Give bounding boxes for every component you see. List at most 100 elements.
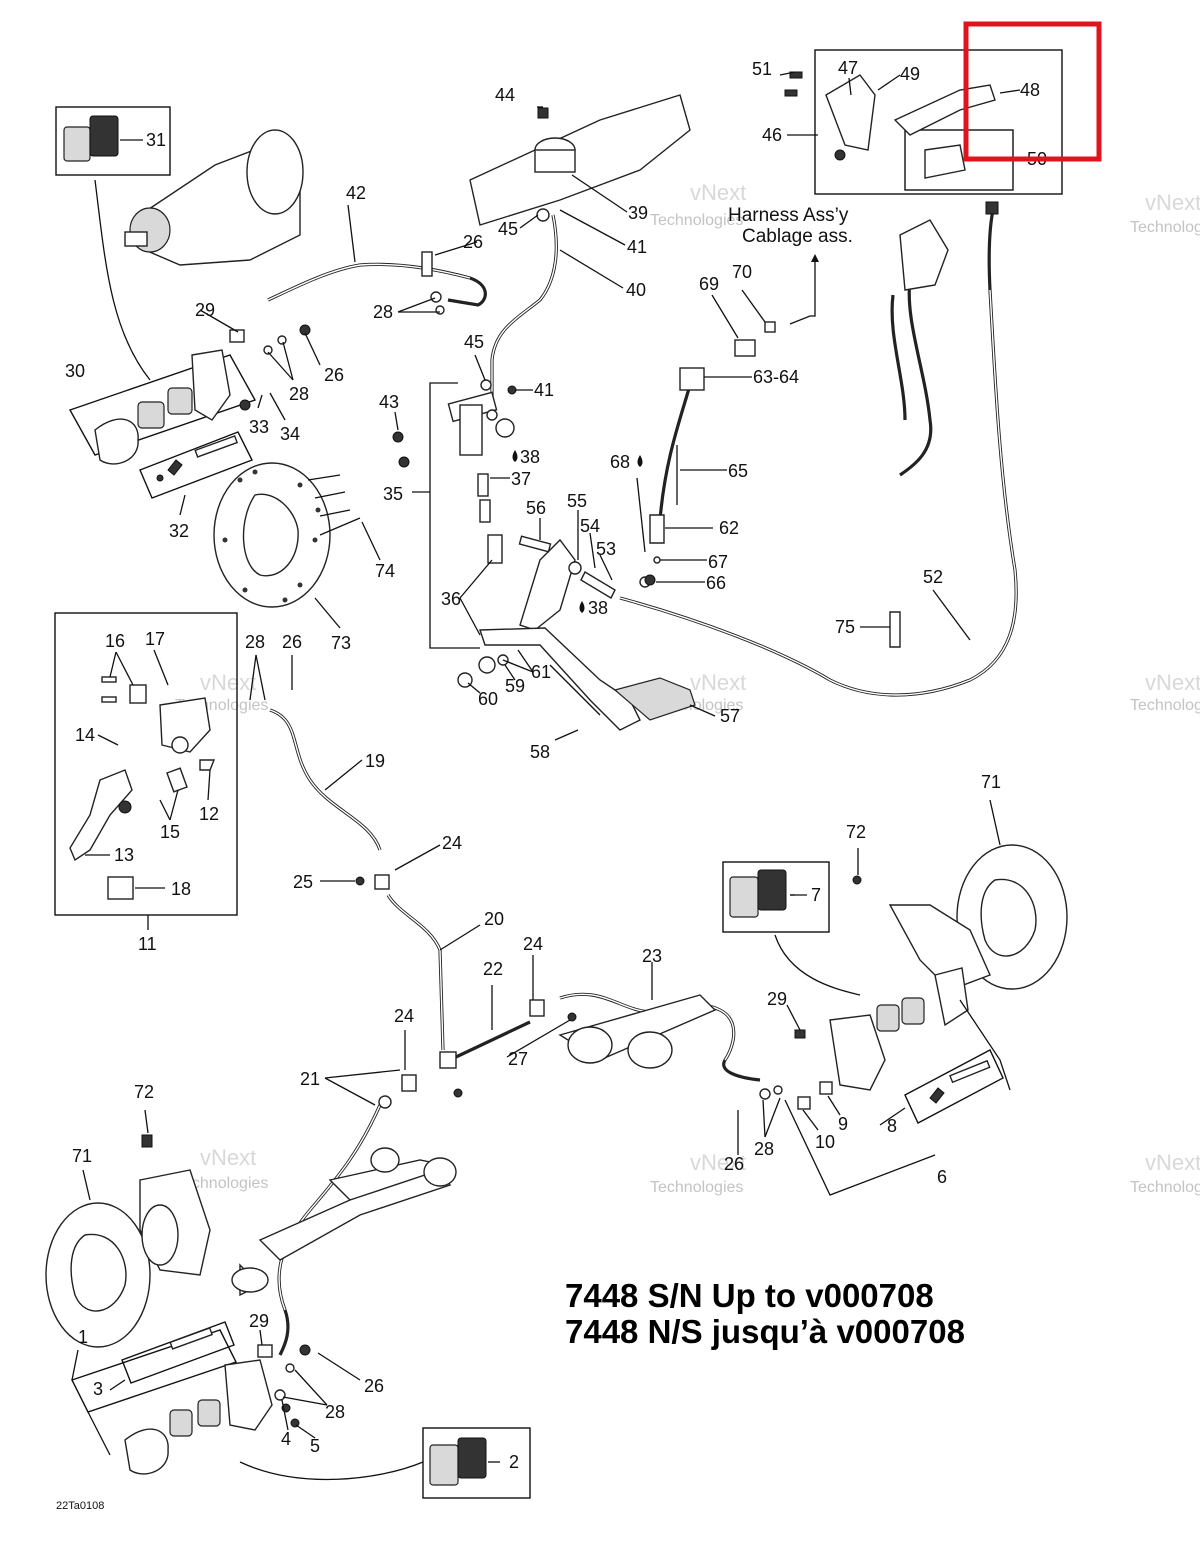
front-caliper-assembly-11: [69, 676, 216, 900]
callout-69: 69: [699, 274, 719, 294]
caliper-frame-1: [71, 1329, 237, 1413]
callout-6: 6: [937, 1167, 947, 1187]
pad-kit-box-7: [722, 861, 830, 933]
callout-28: 28: [325, 1402, 345, 1422]
callout-9: 9: [838, 1114, 848, 1134]
callout-31: 31: [146, 130, 166, 150]
watermark-text: vNext: [200, 670, 256, 695]
callout-16: 16: [105, 631, 125, 651]
rear-caliper: [94, 349, 251, 465]
callout-44: 44: [495, 85, 515, 105]
pad-kit-box-31: [55, 106, 171, 176]
callout-15: 15: [160, 822, 180, 842]
leader-lines: [71, 71, 1021, 1463]
callout-1: 1: [78, 1327, 88, 1347]
droplet-icon: [579, 601, 585, 613]
serial-range-title-fr: 7448 N/S jusqu’à v000708: [565, 1313, 965, 1350]
callout-71: 71: [981, 772, 1001, 792]
watermark-text: vNext: [690, 1150, 746, 1175]
rear-brake-disc: [213, 462, 361, 608]
callout-66: 66: [706, 573, 726, 593]
callout-26: 26: [324, 365, 344, 385]
watermark-text: vNext: [1145, 1150, 1200, 1175]
callout-28: 28: [373, 302, 393, 322]
callout-41: 41: [534, 380, 554, 400]
watermark-text: vNext: [690, 180, 746, 205]
callout-24: 24: [442, 833, 462, 853]
highlight-box-part-48: [963, 21, 1102, 162]
caliper-assembly-box-11: [54, 612, 238, 916]
callout-32: 32: [169, 521, 189, 541]
callout-12: 12: [199, 804, 219, 824]
rear-axle-housing: [124, 129, 304, 266]
watermarks: vNext Technologies vNext Technologies vN…: [175, 180, 1200, 1196]
watermark-text: Technologies: [650, 1179, 743, 1196]
callout-20: 20: [484, 909, 504, 929]
callout-13: 13: [114, 845, 134, 865]
callout-73: 73: [331, 633, 351, 653]
watermark-text: vNext: [1145, 670, 1200, 695]
callout-18: 18: [171, 879, 191, 899]
callout-35: 35: [383, 484, 403, 504]
callout-10: 10: [815, 1132, 835, 1152]
grease-droplet-markers: [512, 450, 643, 613]
callout-28: 28: [754, 1139, 774, 1159]
watermark-text: Technologies: [175, 1175, 268, 1192]
droplet-icon: [512, 450, 518, 462]
callout-29: 29: [767, 989, 787, 1009]
watermark-text: Technologies: [1130, 219, 1200, 236]
callout-61: 61: [531, 662, 551, 682]
callout-28: 28: [245, 632, 265, 652]
front-left-disc-knuckle: [45, 1169, 300, 1475]
front-right-knuckle-caliper: [429, 844, 1068, 1486]
serial-range-title-en: 7448 S/N Up to v000708: [565, 1277, 934, 1314]
callout-30: 30: [65, 361, 85, 381]
callout-3: 3: [93, 1379, 103, 1399]
master-cylinder-area: [447, 94, 691, 564]
pin-kit-frame-32: [139, 431, 253, 499]
handlebar-lever-parts: [784, 71, 999, 291]
callout-67: 67: [708, 552, 728, 572]
callout-40: 40: [626, 280, 646, 300]
pin-kit-frame-8: [904, 1049, 1004, 1124]
brake-pedal: [478, 535, 696, 731]
callout-24: 24: [394, 1006, 414, 1026]
callout-56: 56: [526, 498, 546, 518]
callout-38: 38: [588, 598, 608, 618]
callout-26: 26: [463, 232, 483, 252]
parts: [45, 71, 1068, 1486]
callout-52: 52: [923, 567, 943, 587]
callout-57: 57: [720, 706, 740, 726]
callout-26: 26: [724, 1154, 744, 1174]
callout-46: 46: [762, 125, 782, 145]
callout-49: 49: [900, 64, 920, 84]
watermark-text: vNext: [200, 1145, 256, 1170]
callout-75: 75: [835, 617, 855, 637]
callout-63-64: 63-64: [753, 367, 799, 387]
harness-note-line2: Cablage ass.: [742, 226, 853, 247]
brake-pads-31: [63, 115, 119, 162]
callout-39: 39: [628, 203, 648, 223]
callout-24: 24: [523, 934, 543, 954]
callout-25: 25: [293, 872, 313, 892]
callout-23: 23: [642, 946, 662, 966]
callout-14: 14: [75, 725, 95, 745]
watermark-text: vNext: [1145, 190, 1200, 215]
callout-72: 72: [134, 1082, 154, 1102]
callout-38: 38: [520, 447, 540, 467]
callout-55: 55: [567, 491, 587, 511]
callout-37: 37: [511, 469, 531, 489]
callout-26: 26: [282, 632, 302, 652]
diagram-reference-code: 22Ta0108: [56, 1500, 104, 1512]
callout-26: 26: [364, 1376, 384, 1396]
callout-41: 41: [627, 237, 647, 257]
callout-54: 54: [580, 516, 600, 536]
callout-70: 70: [732, 262, 752, 282]
watermark-text: Technologies: [1130, 1179, 1200, 1196]
callout-7: 7: [811, 885, 821, 905]
callout-59: 59: [505, 676, 525, 696]
callout-68: 68: [610, 452, 630, 472]
caliper-frame-30: [68, 354, 257, 456]
callout-29: 29: [249, 1311, 269, 1331]
callout-51: 51: [752, 59, 772, 79]
